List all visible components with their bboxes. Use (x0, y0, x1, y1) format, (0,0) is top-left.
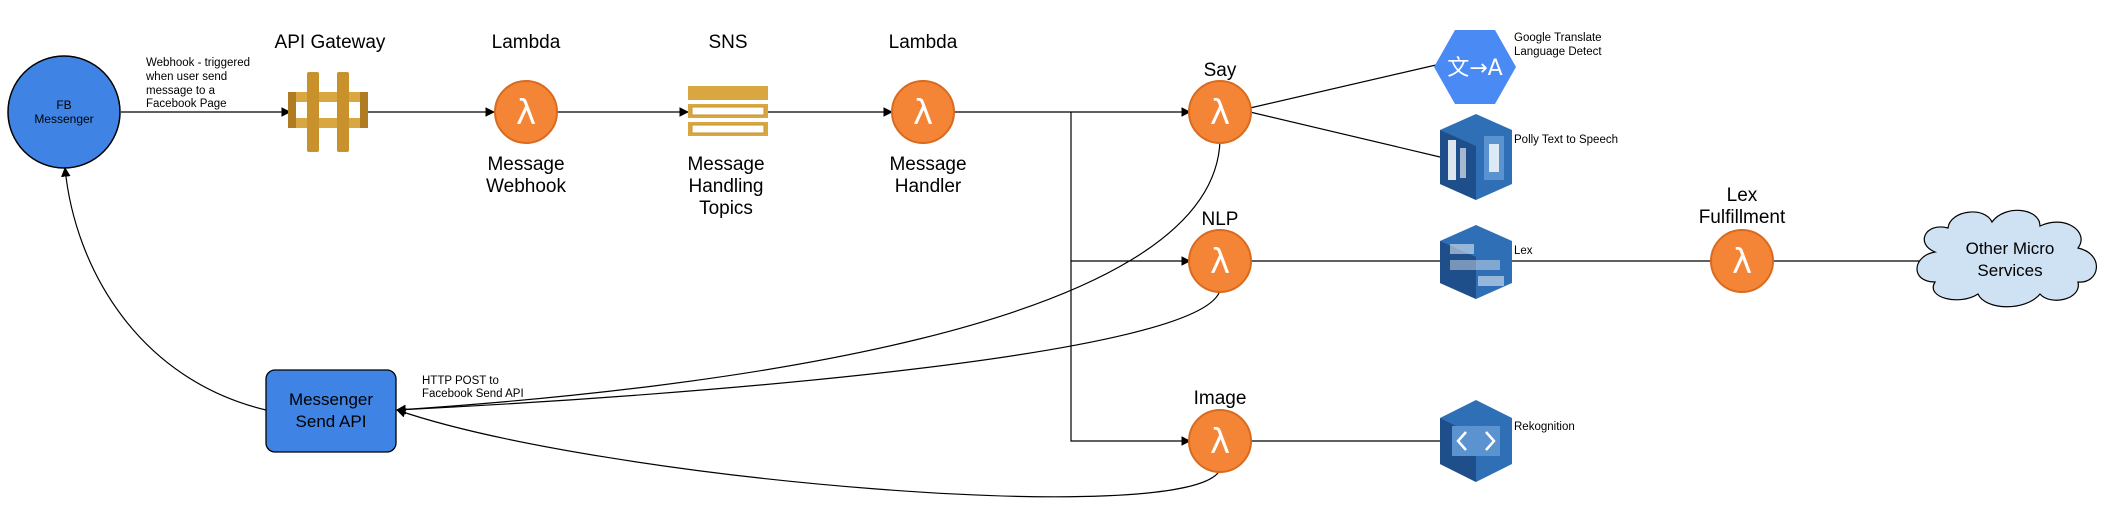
message-webhook-label-line-1: Message (487, 154, 564, 175)
api-gateway-icon (288, 72, 368, 152)
message-handler-title: Lambda (889, 32, 958, 53)
edge-say-to-send-api (396, 139, 1221, 415)
edge-image-to-send-api (396, 408, 1221, 498)
lambda-icon: λ (1210, 93, 1230, 133)
send-api-label-line-2: Send API (296, 412, 367, 431)
edge-handler-to-nlp (1070, 112, 1191, 266)
edge-send-api-to-fb (61, 167, 267, 411)
messenger-send-api-node: Messenger Send API (265, 369, 397, 453)
lex-node: Lex (1440, 225, 1533, 299)
sns-label-line-1: Message (687, 154, 764, 175)
http-post-label: HTTP POST to Facebook Send API (422, 375, 524, 400)
lex-fulfillment-lambda: Lex Fulfillment λ (1699, 185, 1786, 293)
google-translate-icon (1434, 30, 1516, 104)
say-title: Say (1204, 60, 1237, 81)
message-handler-label-line-1: Message (889, 154, 966, 175)
google-translate-node: 文→A Google Translate Language Detect (1434, 30, 1602, 104)
lex-icon (1440, 225, 1512, 299)
rekognition-label: Rekognition (1514, 421, 1575, 433)
polly-label: Polly Text to Speech (1514, 134, 1618, 146)
message-webhook-lambda: Lambda λ Message Webhook (486, 32, 566, 197)
http-post-label-line-1: HTTP POST to (422, 375, 499, 387)
sns-node: SNS Message Handling Topics (687, 32, 768, 219)
api-gateway-title: API Gateway (275, 32, 386, 53)
webhook-label-line-2: when user send (145, 71, 227, 83)
nlp-title: NLP (1202, 209, 1239, 230)
nlp-lambda: NLP λ (1188, 209, 1252, 293)
rekognition-icon (1440, 400, 1512, 482)
fb-messenger-label-line-2: Messenger (34, 112, 93, 126)
message-webhook-title: Lambda (492, 32, 561, 53)
say-lambda: Say λ (1188, 60, 1252, 144)
lambda-icon: λ (516, 93, 536, 133)
sns-title: SNS (708, 32, 747, 53)
lambda-icon: λ (913, 93, 933, 133)
sns-label-line-2: Handling (689, 176, 764, 197)
api-gateway-node: API Gateway (275, 32, 386, 152)
message-webhook-label-line-2: Webhook (486, 176, 566, 197)
fb-messenger-node: FB Messenger (7, 55, 121, 169)
other-services-label-line-2: Services (1977, 261, 2042, 280)
lambda-icon: λ (1210, 422, 1230, 462)
image-lambda: Image λ (1188, 388, 1252, 473)
google-translate-label-line-2: Language Detect (1514, 46, 1602, 58)
edge-nlp-to-send-api (396, 289, 1221, 415)
other-services-cloud: Other Micro Services (1916, 209, 2097, 308)
polly-icon (1440, 114, 1512, 200)
edge-handler-to-image (1070, 261, 1191, 446)
webhook-label-line-1: Webhook - triggered (146, 57, 250, 69)
cloud-shape (1916, 209, 2097, 308)
image-title: Image (1194, 388, 1247, 409)
message-handler-lambda: Lambda λ Message Handler (889, 32, 967, 197)
http-post-label-line-2: Facebook Send API (422, 388, 524, 400)
webhook-label-line-4: Facebook Page (146, 98, 227, 110)
fb-messenger-label-line-1: FB (56, 98, 71, 112)
rekognition-node: Rekognition (1440, 400, 1575, 482)
edges (61, 64, 1926, 498)
lambda-icon: λ (1732, 242, 1752, 282)
lambda-icon: λ (1210, 242, 1230, 282)
edge-say-to-translate (1249, 64, 1437, 109)
google-translate-label-line-1: Google Translate (1514, 32, 1602, 44)
sns-topics-icon (688, 86, 768, 136)
lex-label: Lex (1514, 245, 1533, 257)
translate-glyph: 文→A (1447, 56, 1502, 81)
webhook-trigger-label: Webhook - triggered when user send messa… (145, 57, 250, 110)
webhook-label-line-3: message to a (146, 85, 216, 97)
sns-label-line-3: Topics (699, 198, 753, 219)
lex-fulfillment-title-line-2: Fulfillment (1699, 207, 1786, 228)
message-handler-label-line-2: Handler (895, 176, 962, 197)
lex-fulfillment-title-line-1: Lex (1727, 185, 1758, 206)
edge-say-to-polly (1249, 111, 1441, 158)
other-services-label-line-1: Other Micro (1966, 239, 2055, 258)
send-api-label-line-1: Messenger (289, 390, 373, 409)
polly-node: Polly Text to Speech (1440, 114, 1618, 200)
